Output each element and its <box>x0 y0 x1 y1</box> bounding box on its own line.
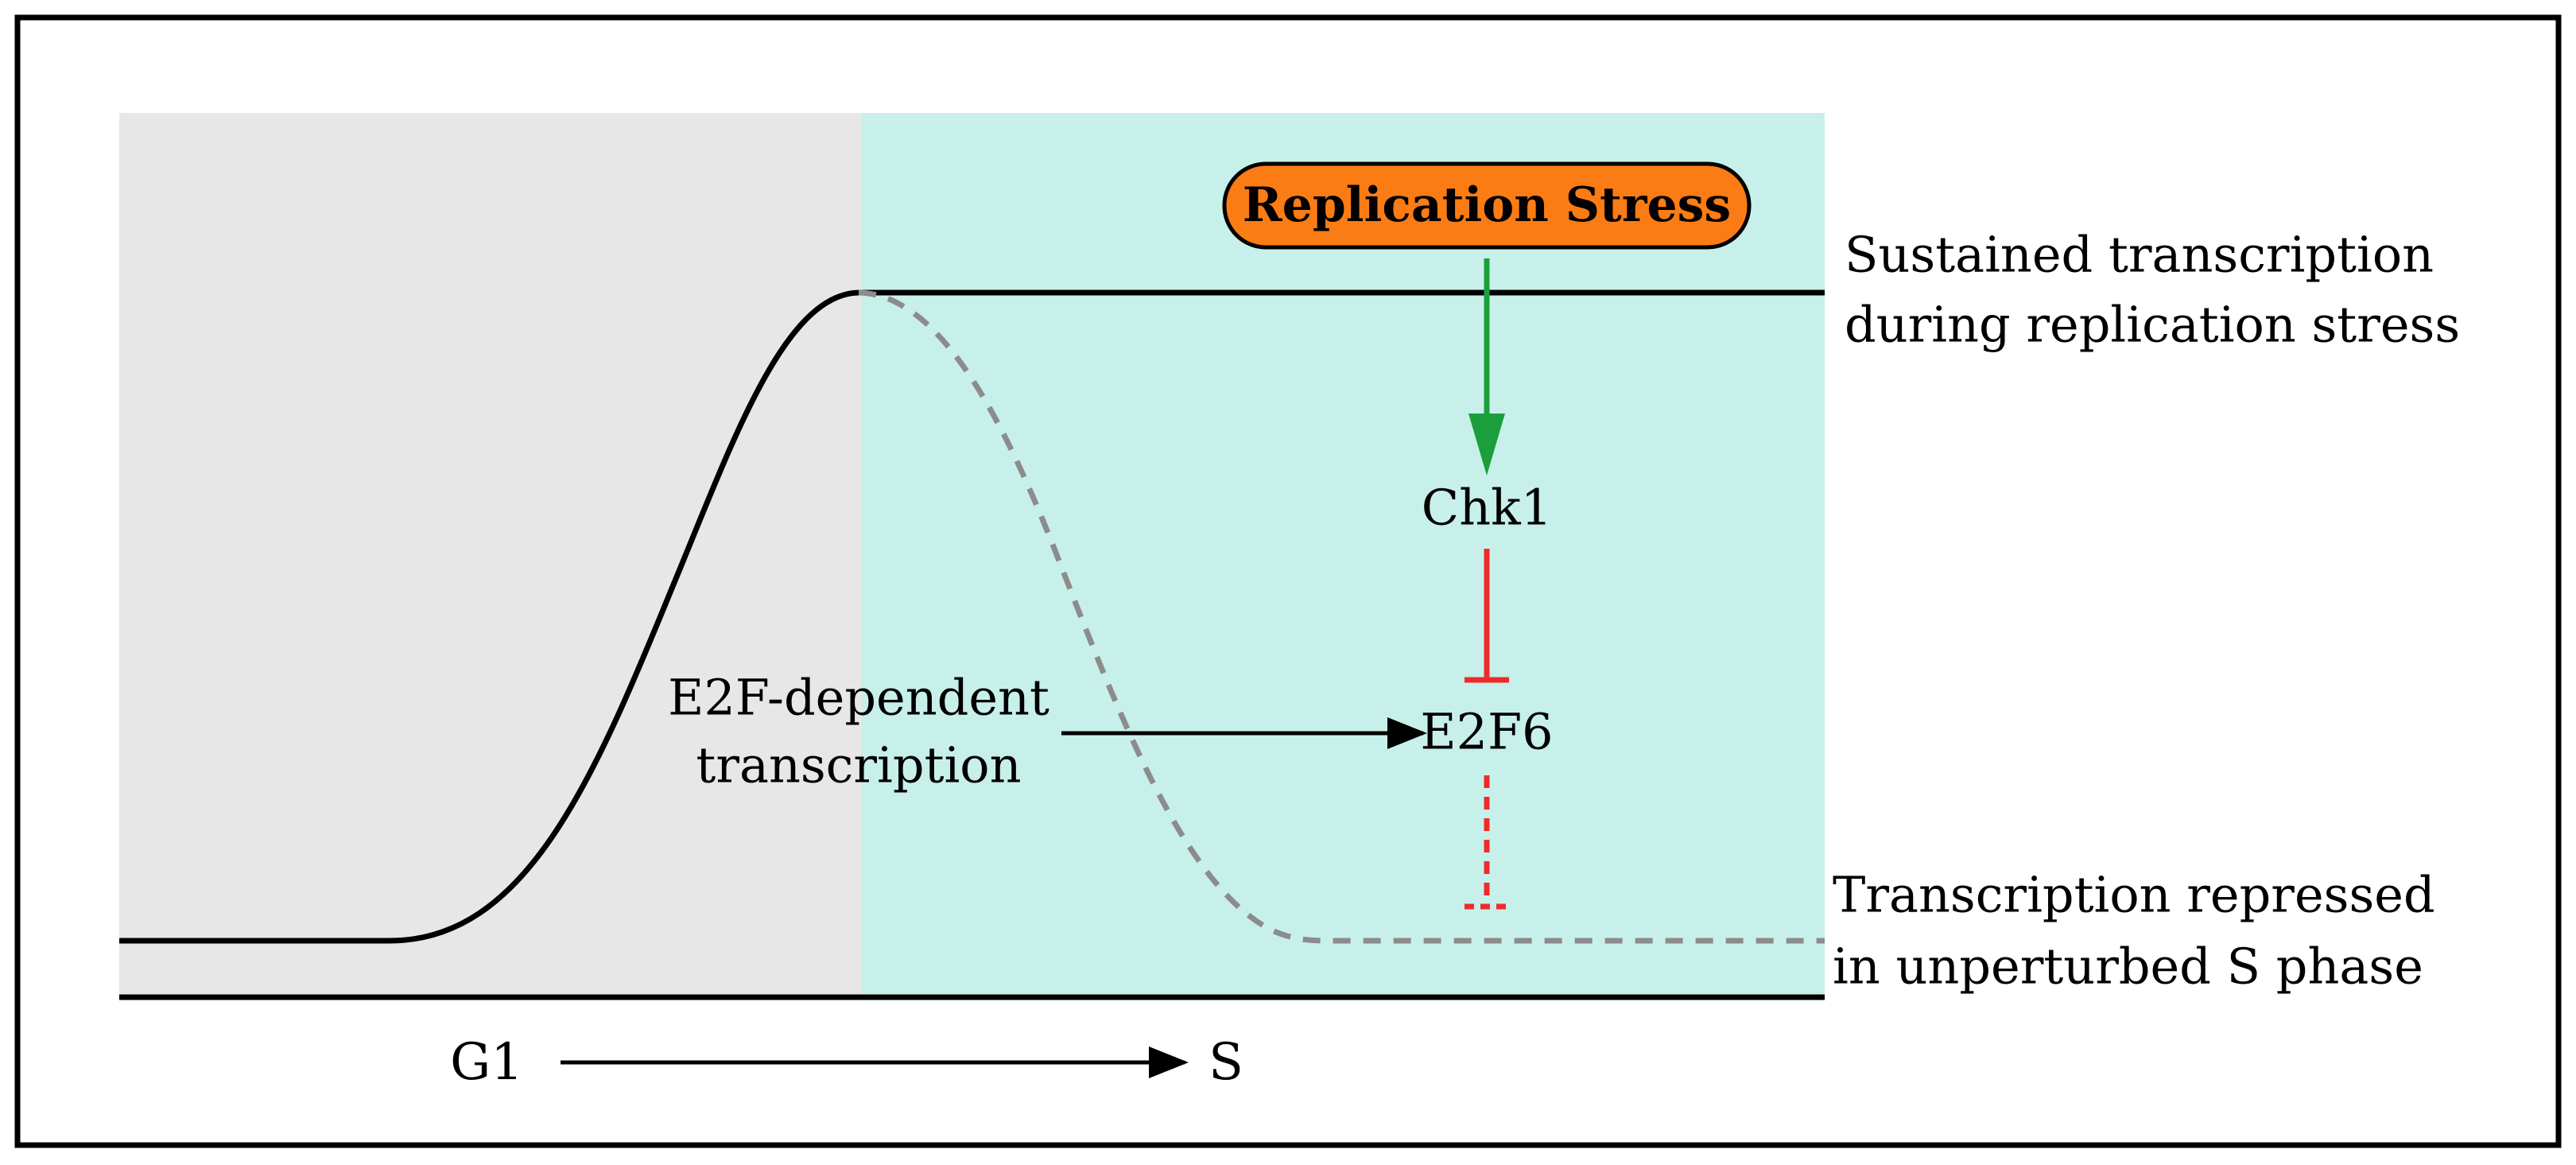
replication-stress-box <box>1222 161 1752 250</box>
sustained-transcription-curve <box>119 289 1825 944</box>
activation-arrowhead <box>1468 414 1505 476</box>
repressed-transcription-curve <box>858 289 1825 944</box>
sustained-label-line2: during replication stress <box>1845 296 2460 354</box>
phase-g1-label: G1 <box>450 1033 523 1092</box>
repressed-label-line1: Transcription repressed <box>1833 866 2435 924</box>
e2f-dependent-label-line2: transcription <box>696 736 1021 794</box>
phase-s-label: S <box>1208 1033 1243 1092</box>
s-phase-region <box>861 113 1825 997</box>
e2f6-label: E2F6 <box>1420 703 1553 761</box>
e2f-dependent-label-line1: E2F-dependent <box>668 669 1049 727</box>
g1-phase-region <box>119 113 861 997</box>
chk1-label: Chk1 <box>1422 479 1552 537</box>
repressed-label-line2: in unperturbed S phase <box>1833 938 2423 996</box>
sustained-label-line1: Sustained transcription <box>1845 226 2434 284</box>
replication-stress-label: Replication Stress <box>1243 177 1731 233</box>
